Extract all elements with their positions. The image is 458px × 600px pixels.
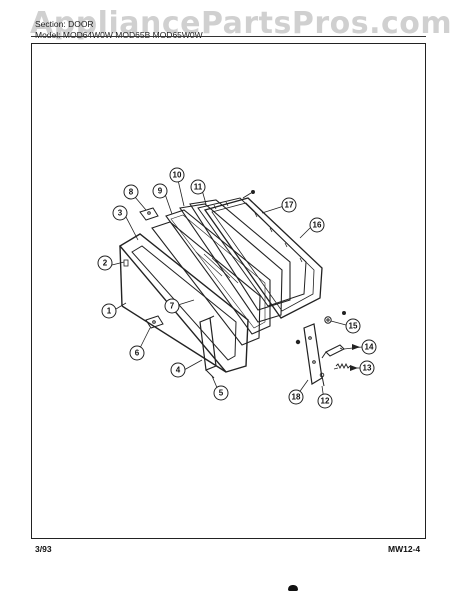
callout-arrow-shafts	[343, 346, 363, 369]
callout-7-circle	[164, 298, 180, 314]
part-8-hinge-bracket	[139, 207, 159, 221]
part-7-window	[151, 221, 261, 346]
callout-12-circle	[317, 393, 333, 409]
part-15-nut	[324, 316, 332, 324]
part-9-pane	[165, 209, 271, 335]
callout-2-circle	[97, 255, 113, 271]
part-9-pane-inner	[170, 214, 266, 329]
part-6-hinge-bracket	[145, 315, 164, 329]
callout-1-circle	[101, 303, 117, 319]
part-8-hinge-hole	[147, 211, 151, 215]
part-2-latch-slot	[123, 259, 129, 267]
part-17-seal	[197, 197, 307, 307]
callout-2-label: 2	[103, 259, 108, 268]
part-14-lever-hook	[321, 351, 327, 359]
callout-17-circle	[281, 197, 297, 213]
callout-3-label: 3	[118, 209, 123, 218]
part-7-reflections	[195, 251, 239, 284]
part-10-glass	[179, 203, 283, 323]
callout-9-circle	[152, 183, 168, 199]
callout-7-label: 7	[170, 302, 175, 311]
part-18-fastener	[295, 339, 301, 345]
callout-1-label: 1	[107, 307, 112, 316]
callout-5-circle	[213, 385, 229, 401]
part-3-frame-outer	[118, 233, 249, 373]
callout-5-label: 5	[219, 389, 224, 398]
part-16-edge	[247, 197, 253, 203]
model-label: Model: MOD64W0W MOD65B MOD65W0W	[35, 30, 203, 40]
part-2-frame-inner	[131, 245, 237, 361]
part-18-hole-b	[312, 360, 316, 364]
callout-10-circle	[169, 167, 185, 183]
callout-11-circle	[190, 179, 206, 195]
part-18-hole-a	[308, 336, 312, 340]
diagram-frame	[31, 43, 426, 539]
part-11-screw	[251, 190, 255, 194]
callout-17-label: 17	[285, 201, 294, 210]
callout-8-circle	[123, 184, 139, 200]
part-11-screw-line	[242, 192, 252, 199]
part-12-screw-head	[319, 372, 325, 378]
callout-13-label: 13	[363, 364, 372, 373]
header-rule	[31, 36, 426, 37]
callout-4-circle	[170, 362, 186, 378]
callout-15-label: 15	[349, 322, 358, 331]
callout-6-circle	[129, 345, 145, 361]
part-5-handle-bottom	[205, 369, 215, 379]
callout-11-label: 11	[194, 183, 203, 192]
callout-16-circle	[309, 217, 325, 233]
part-16-panel-inner	[211, 202, 315, 312]
watermark-text: AppliancePartsPros.com	[30, 6, 453, 41]
section-label: Section: DOOR	[35, 19, 94, 29]
callout-4-label: 4	[176, 366, 181, 375]
callout-18-circle	[288, 389, 304, 405]
callout-12-label: 12	[321, 397, 330, 406]
callout-6-label: 6	[135, 349, 140, 358]
part-1-frame-edge	[121, 305, 227, 373]
callout-14-label: 14	[365, 343, 374, 352]
part-16-outer-panel	[203, 197, 323, 319]
part-11-screen	[189, 199, 291, 311]
callout-15-circle	[345, 318, 361, 334]
callout-8-label: 8	[129, 188, 134, 197]
part-14-latch-lever	[325, 344, 345, 357]
part-18-latch-plate	[303, 323, 323, 385]
leader-lines	[111, 179, 347, 401]
part-15-nut-hole	[326, 318, 330, 322]
part-15-screw	[342, 311, 346, 315]
footer-page-code: MW12-4	[388, 544, 421, 554]
part-13-spring	[335, 362, 351, 370]
callout-18-label: 18	[292, 393, 301, 402]
callout-9-label: 9	[158, 187, 163, 196]
ink-mark	[288, 585, 298, 591]
part-12-screw-shaft	[321, 375, 325, 387]
part-4-handle-top	[209, 315, 215, 319]
callout-16-label: 16	[313, 221, 322, 230]
part-1-frame-bottom	[119, 245, 123, 307]
footer-date: 3/93	[35, 544, 52, 554]
part-6-hinge-hole	[152, 320, 156, 324]
callout-10-label: 10	[173, 171, 182, 180]
part-4-handle	[199, 317, 217, 371]
callout-3-circle	[112, 205, 128, 221]
part-17-seal-teeth	[213, 201, 303, 263]
